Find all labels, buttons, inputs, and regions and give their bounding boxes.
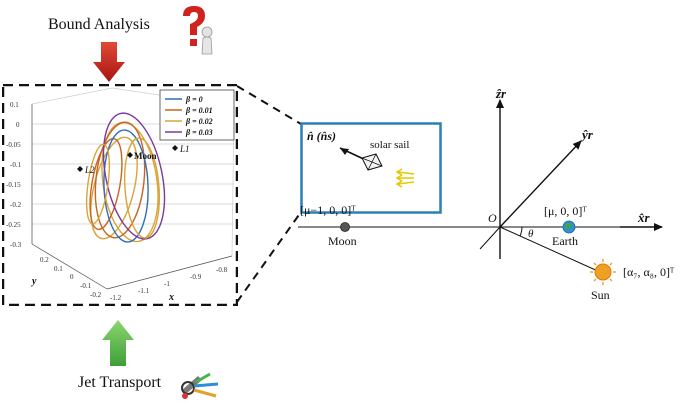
plot-moon-label: Moon [134, 151, 157, 161]
earth-label: Earth [552, 234, 578, 248]
rotating-frame-diagram: ẑr ŷr x̂r O θ [μ−1, 0, 0]ᵀ Moon [μ, 0, 0… [298, 86, 675, 302]
y-tick: -0.1 [80, 282, 92, 290]
z-tick: -0.1 [10, 161, 22, 169]
jet-transport-label: Jet Transport [78, 374, 162, 391]
solar-sail-box: n̂ (n̂s) solar sail [300, 122, 442, 214]
y-tick: 0.2 [40, 256, 49, 264]
x-tick: -1.2 [110, 294, 122, 302]
y-tick: -0.2 [90, 291, 102, 299]
theta-arc [519, 226, 523, 237]
legend-entry: β = 0 [185, 95, 203, 104]
plot-axes [31, 104, 233, 290]
z-ticks: 0.1 0 -0.05 -0.1 -0.15 -0.2 -0.25 -0.3 [6, 101, 22, 249]
sail-shape-icon [361, 153, 383, 171]
legend-entry: β = 0.03 [185, 128, 213, 137]
bound-analysis-label: Bound Analysis [48, 16, 150, 33]
sun-coordinate: [α₇, α₈, 0]ᵀ [623, 265, 675, 279]
y-tick: 0 [70, 273, 74, 281]
l2-label: L2 [84, 165, 95, 175]
y-tick: 0.1 [54, 265, 63, 273]
y-axis-letter: y [31, 276, 37, 287]
x-tick: -1.1 [138, 287, 150, 295]
normal-arrowhead [340, 148, 349, 155]
l2-point [77, 166, 83, 172]
z-tick: 0 [16, 121, 20, 129]
theta-label: θ [528, 228, 534, 240]
legend-entry: β = 0.01 [185, 106, 213, 115]
orbit-curve [103, 129, 149, 243]
z-tick: -0.3 [10, 241, 22, 249]
y-axis-back [479, 226, 501, 250]
l1-label: L1 [179, 144, 190, 154]
orbit-curve [85, 143, 111, 225]
orbit-curve [94, 121, 146, 239]
question-person-icon [183, 6, 213, 55]
sun-direction-line [499, 226, 601, 273]
sun-label: Sun [591, 288, 610, 302]
x-tick: -1 [164, 280, 170, 288]
rocket-keys-icon [181, 372, 219, 399]
lagrange-points: Moon L1 L2 [77, 144, 190, 175]
plot-legend: β = 0 β = 0.01 β = 0.02 β = 0.03 [159, 89, 235, 141]
origin-label: O [488, 211, 497, 225]
l1-point [172, 145, 178, 151]
y-axis-arrow [499, 140, 582, 228]
moon-label: Moon [328, 234, 357, 248]
orbit-curve [90, 136, 138, 240]
earth-coordinate: [μ, 0, 0]ᵀ [544, 204, 587, 218]
sail-normal-label: n̂ (n̂s) [307, 129, 336, 143]
down-arrow-icon [93, 42, 125, 82]
up-arrow-icon [102, 320, 134, 366]
moon-icon [340, 222, 350, 232]
sun-icon [590, 259, 616, 285]
moon-coordinate: [μ−1, 0, 0]ᵀ [300, 203, 356, 217]
moon-point [127, 152, 133, 158]
z-tick: -0.2 [10, 201, 22, 209]
z-tick: 0.1 [10, 101, 19, 109]
x-tick: -0.8 [216, 266, 228, 274]
sunlight-rays-icon [395, 168, 415, 188]
solar-sail-label: solar sail [370, 139, 409, 151]
orbit-curve [89, 137, 123, 231]
z-axis-label: ẑr [495, 86, 507, 101]
orbit-curve [123, 137, 161, 239]
earth-land [565, 222, 572, 230]
y-ticks: 0.2 0.1 0 -0.1 -0.2 [40, 256, 102, 299]
x-axis-letter: x [168, 292, 174, 303]
orbit-curves [85, 112, 166, 243]
orbit-curve [102, 112, 166, 240]
x-axis-label: x̂r [637, 210, 651, 225]
z-tick: -0.25 [6, 221, 21, 229]
y-axis-label: ŷr [580, 127, 594, 142]
z-tick: -0.15 [6, 181, 21, 189]
legend-entry: β = 0.02 [185, 117, 213, 126]
z-tick: -0.05 [6, 141, 21, 149]
x-ticks: -1.2 -1.1 -1 -0.9 -0.8 [110, 266, 228, 302]
orbit-plot-panel: 0.1 0 -0.05 -0.1 -0.15 -0.2 -0.25 -0.3 0… [2, 84, 238, 306]
x-tick: -0.9 [190, 273, 202, 281]
